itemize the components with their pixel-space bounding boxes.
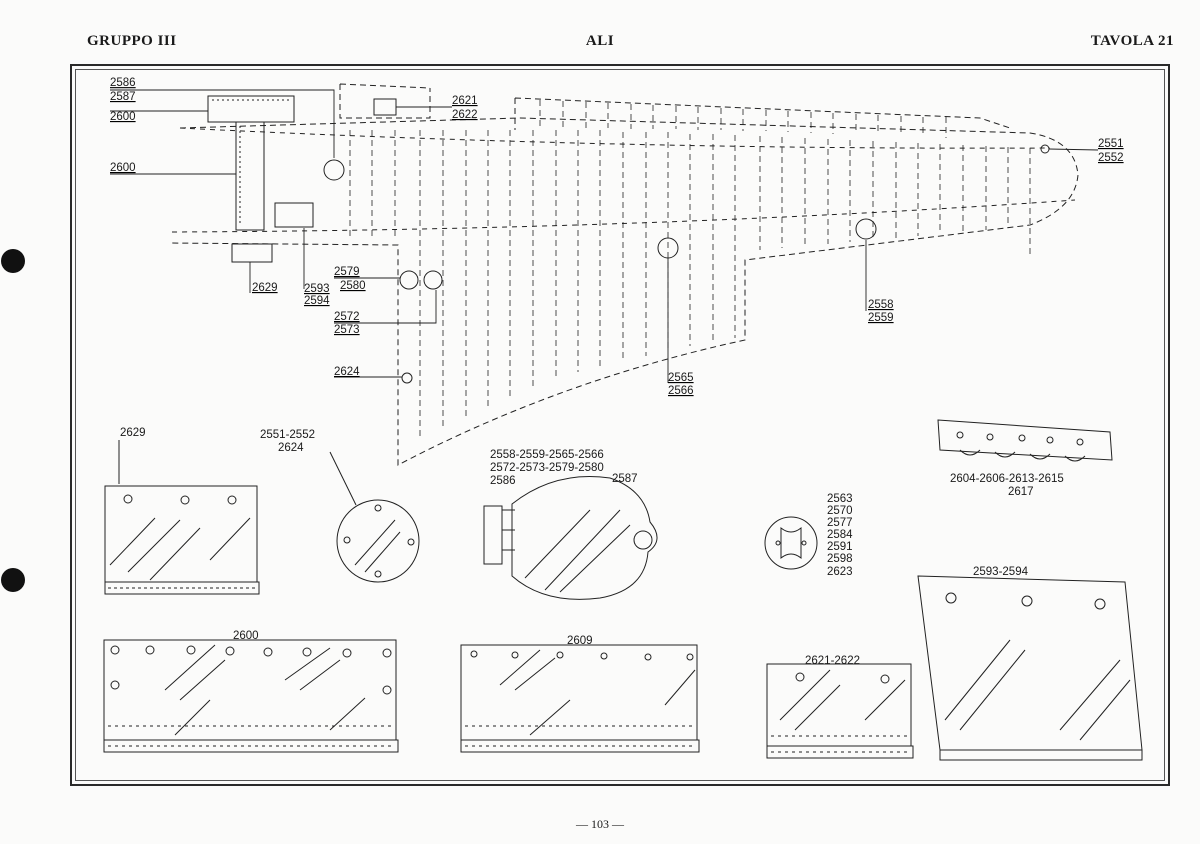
label-part-2609: 2609 xyxy=(567,635,593,647)
label-part-2551-2552: 2551-2552 xyxy=(260,429,315,441)
wing-planform-outline xyxy=(169,83,1079,466)
callout-2565: 2565 xyxy=(668,372,694,384)
label-part-2624: 2624 xyxy=(278,442,304,454)
leader-lines xyxy=(110,89,1099,383)
label-group-line1: 2558-2559-2565-2566 xyxy=(490,449,604,461)
panel-2629-installed xyxy=(231,243,273,263)
part-2621-panel xyxy=(766,663,914,759)
binder-hole-top xyxy=(1,249,25,273)
part-2629-panel xyxy=(104,440,260,595)
binder-hole-bottom xyxy=(1,568,25,592)
label-inspect-3: 2584 xyxy=(827,529,853,541)
label-inspect-0: 2563 xyxy=(827,493,853,505)
label-part-2593-2594: 2593-2594 xyxy=(973,566,1029,578)
label-bracket-line2: 2617 xyxy=(1008,486,1034,498)
label-inspect-6: 2623 xyxy=(827,566,853,578)
part-inspection-cover-large xyxy=(483,475,658,600)
label-part-2621-2622: 2621-2622 xyxy=(805,655,860,667)
callout-2622: 2622 xyxy=(452,109,478,121)
part-bracket-strip xyxy=(937,419,1113,462)
page-number: — 103 — xyxy=(576,817,624,831)
header-title: ALI xyxy=(585,33,615,49)
header-plate-number: TAVOLA 21 xyxy=(1090,33,1174,49)
panel-2621-installed xyxy=(373,98,397,116)
wing-ribs xyxy=(349,100,1031,440)
panel-2600-installed xyxy=(207,95,295,231)
label-group-line2: 2572-2573-2579-2580 xyxy=(490,462,604,474)
callout-2551: 2551 xyxy=(1098,138,1124,150)
part-2609-panel xyxy=(460,644,700,753)
callout-2587: 2587 xyxy=(110,91,136,103)
callout-2572: 2572 xyxy=(334,311,360,323)
label-inspect-1: 2570 xyxy=(827,505,853,517)
drawing-plate-frame xyxy=(70,64,1170,786)
label-bracket-line1: 2604-2606-2613-2615 xyxy=(950,473,1064,485)
callout-2621: 2621 xyxy=(452,95,478,107)
label-inspect-5: 2598 xyxy=(827,553,853,565)
round-covers-installed xyxy=(323,144,1050,384)
callout-2580: 2580 xyxy=(340,280,366,292)
label-part-2600: 2600 xyxy=(233,630,259,642)
callout-2586: 2586 xyxy=(110,77,136,89)
callout-2629: 2629 xyxy=(252,282,278,294)
label-part-2629: 2629 xyxy=(120,427,146,439)
label-inspect-2: 2577 xyxy=(827,517,853,529)
callout-2552: 2552 xyxy=(1098,152,1124,164)
part-2600-panel xyxy=(103,639,399,753)
part-2593-panel xyxy=(917,575,1143,761)
label-group-2587: 2587 xyxy=(612,473,638,485)
part-small-access-cover xyxy=(764,516,818,570)
callout-2573: 2573 xyxy=(334,324,360,336)
callout-2579: 2579 xyxy=(334,266,360,278)
callout-labels: 2586 2587 2600 2600 2621 2622 2551 2552 … xyxy=(110,77,1124,397)
callout-2566: 2566 xyxy=(668,385,694,397)
callout-2600-b: 2600 xyxy=(110,162,136,174)
callout-2593: 2593 xyxy=(304,283,330,295)
label-group-2586: 2586 xyxy=(490,475,516,487)
callout-2600-a: 2600 xyxy=(110,111,136,123)
callout-2558: 2558 xyxy=(868,299,894,311)
label-inspect-4: 2591 xyxy=(827,541,853,553)
part-labels: 2629 2551-2552 2624 2558-2559-2565-2566 … xyxy=(120,427,1064,667)
callout-2559: 2559 xyxy=(868,312,894,324)
callout-2594: 2594 xyxy=(304,295,330,307)
callout-2624: 2624 xyxy=(334,366,360,378)
header-group: GRUPPO III xyxy=(87,33,177,49)
panel-2593-installed xyxy=(274,202,314,228)
part-2551-round-cover xyxy=(329,451,420,583)
